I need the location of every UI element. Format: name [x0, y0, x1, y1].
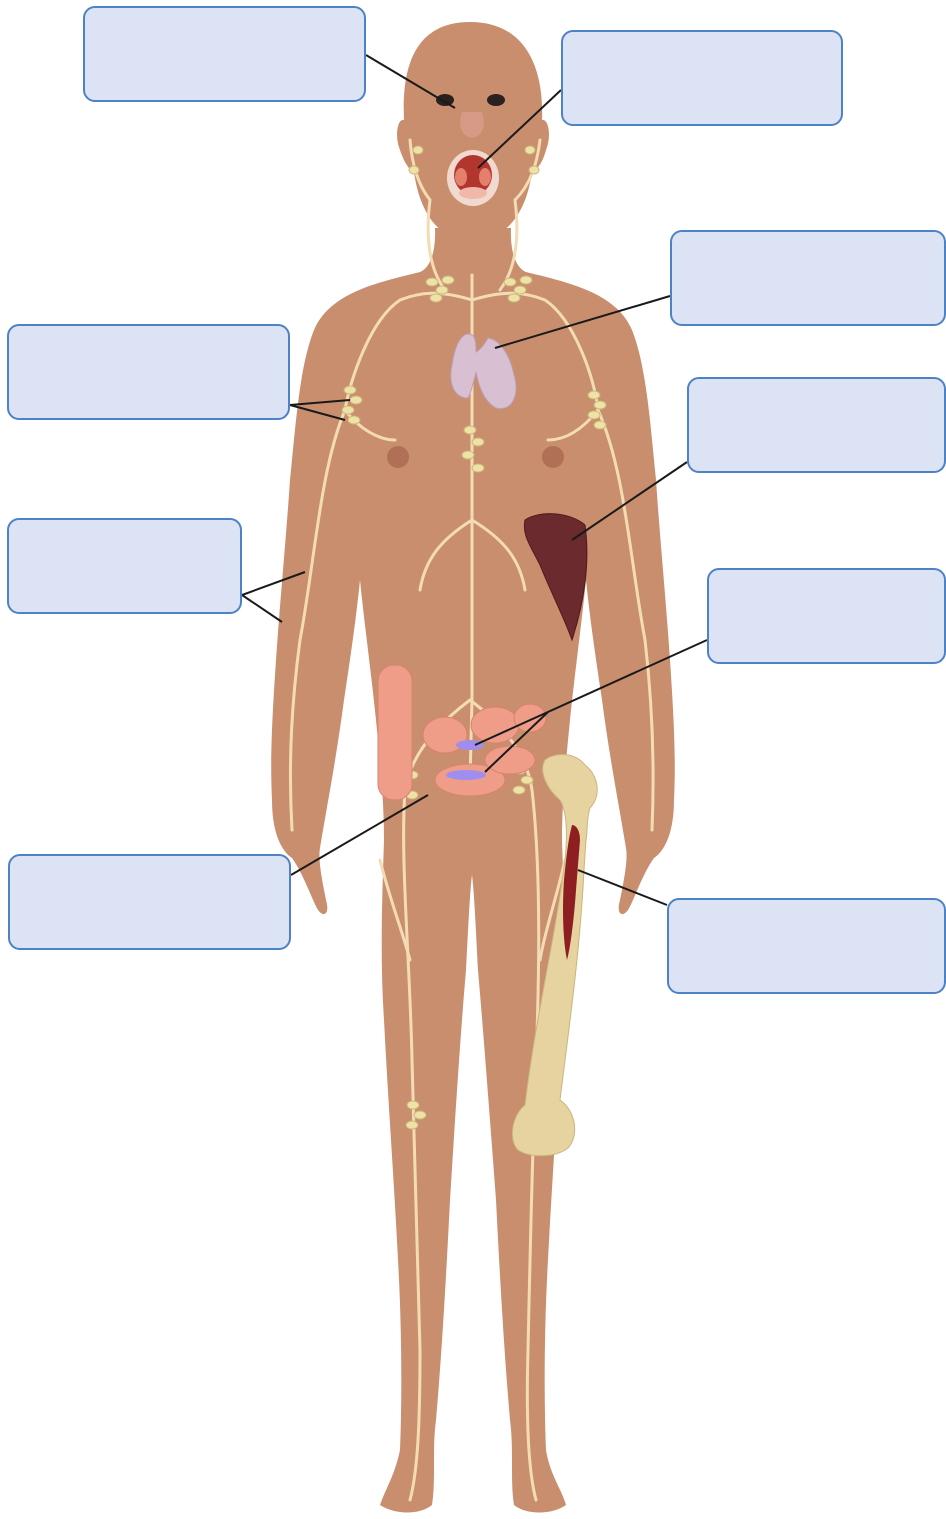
eye-right [487, 94, 505, 106]
tonsil-palatine-right [479, 168, 491, 186]
eye-left [436, 94, 454, 106]
label-box-axillary-nodes[interactable] [7, 324, 290, 420]
leader-line-5b [242, 595, 282, 622]
tonsil-palatine-left [455, 168, 467, 186]
tongue [459, 187, 487, 199]
nipple-right [542, 446, 564, 468]
label-box-spleen[interactable] [687, 377, 946, 473]
label-box-peyers-patches[interactable] [707, 568, 946, 664]
label-box-bone-marrow[interactable] [667, 898, 946, 994]
nipple-left [387, 446, 409, 468]
label-box-lymph-nodes[interactable] [8, 854, 291, 950]
label-box-tonsil-adenoid[interactable] [83, 6, 366, 102]
label-box-lymphatic-vessels[interactable] [7, 518, 242, 614]
label-box-thymus[interactable] [670, 230, 946, 326]
label-box-tonsil-palatine[interactable] [561, 30, 843, 126]
